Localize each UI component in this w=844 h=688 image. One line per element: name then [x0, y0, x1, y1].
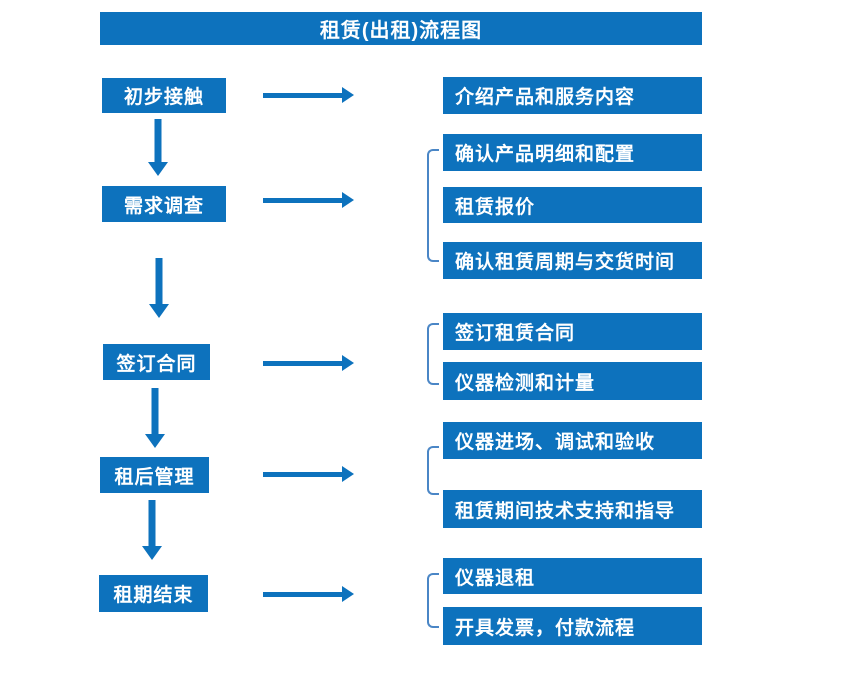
group-bracket-icon	[427, 149, 439, 262]
detail-box-invoice-payment-process: 开具发票，付款流程	[443, 607, 702, 645]
stage-box-demand-survey: 需求调查	[102, 186, 226, 222]
detail-box-rental-quotation: 租赁报价	[443, 187, 702, 223]
right-arrow-icon	[263, 466, 354, 482]
detail-box-instrument-setup-acceptance: 仪器进场、调试和验收	[443, 422, 702, 459]
arrow-head	[149, 304, 169, 318]
arrow-shaft	[263, 471, 343, 477]
stage-box-sign-contract: 签订合同	[103, 344, 210, 380]
arrow-head	[342, 87, 354, 103]
right-arrow-icon	[263, 355, 354, 371]
arrow-head	[342, 192, 354, 208]
detail-box-confirm-rental-period-delivery: 确认租赁周期与交货时间	[443, 242, 702, 279]
arrow-head	[342, 466, 354, 482]
arrow-shaft	[151, 388, 159, 435]
group-bracket-icon	[427, 573, 439, 628]
arrow-shaft	[154, 119, 162, 163]
detail-box-instrument-return: 仪器退租	[443, 558, 702, 594]
down-arrow-icon	[145, 388, 165, 448]
right-arrow-icon	[263, 192, 354, 208]
right-arrow-icon	[263, 87, 354, 103]
arrow-head	[145, 434, 165, 448]
down-arrow-icon	[149, 258, 169, 318]
right-arrow-icon	[263, 586, 354, 602]
group-bracket-icon	[427, 446, 439, 495]
detail-box-introduce-products-services: 介绍产品和服务内容	[443, 77, 702, 114]
arrow-head	[142, 546, 162, 560]
detail-box-sign-rental-contract: 签订租赁合同	[443, 313, 702, 350]
arrow-shaft	[148, 500, 156, 547]
arrow-shaft	[263, 360, 343, 366]
detail-box-confirm-product-details-config: 确认产品明细和配置	[443, 134, 702, 171]
arrow-head	[342, 586, 354, 602]
stage-box-lease-end: 租期结束	[99, 575, 208, 612]
detail-box-technical-support-guidance: 租赁期间技术支持和指导	[443, 490, 702, 528]
detail-box-instrument-inspection-metering: 仪器检测和计量	[443, 362, 702, 400]
down-arrow-icon	[148, 119, 168, 176]
stage-box-initial-contact: 初步接触	[102, 78, 226, 113]
group-bracket-icon	[427, 323, 439, 385]
arrow-shaft	[263, 197, 343, 203]
arrow-shaft	[263, 591, 343, 597]
arrow-shaft	[263, 92, 343, 98]
stage-box-post-rental-management: 租后管理	[100, 457, 209, 493]
arrow-head	[342, 355, 354, 371]
arrow-shaft	[155, 258, 163, 305]
page-title: 租赁(出租)流程图	[100, 12, 702, 45]
arrow-head	[148, 162, 168, 176]
down-arrow-icon	[142, 500, 162, 560]
